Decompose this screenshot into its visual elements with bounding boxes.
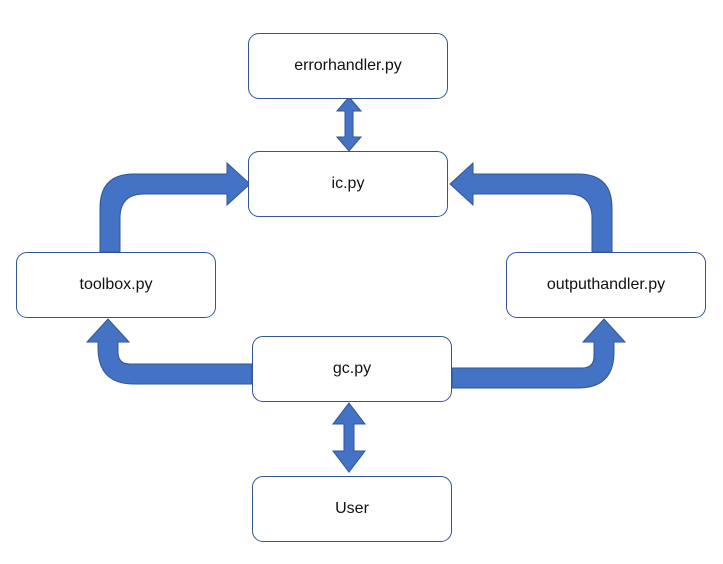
double-arrow-errorhandler-ic xyxy=(335,96,363,152)
node-gc-label: gc.py xyxy=(332,360,372,377)
arrow-gc-to-outputhandler xyxy=(451,318,627,389)
node-outputhandler-label: outputhandler.py xyxy=(546,276,666,293)
arrow-toolbox-to-ic xyxy=(99,161,251,253)
arrow-outputhandler-to-ic xyxy=(449,161,613,253)
node-user-label: User xyxy=(335,500,369,517)
node-errorhandler-label: errorhandler.py xyxy=(294,57,402,74)
node-errorhandler: errorhandler.py xyxy=(248,33,448,99)
node-user: User xyxy=(252,476,452,542)
node-ic: ic.py xyxy=(248,151,448,217)
double-arrow-gc-user xyxy=(331,402,367,473)
node-toolbox-label: toolbox.py xyxy=(79,276,153,293)
arrow-gc-to-toolbox xyxy=(85,318,253,385)
node-toolbox: toolbox.py xyxy=(16,252,216,318)
node-ic-label: ic.py xyxy=(331,175,365,192)
node-gc: gc.py xyxy=(252,336,452,402)
node-outputhandler: outputhandler.py xyxy=(506,252,706,318)
